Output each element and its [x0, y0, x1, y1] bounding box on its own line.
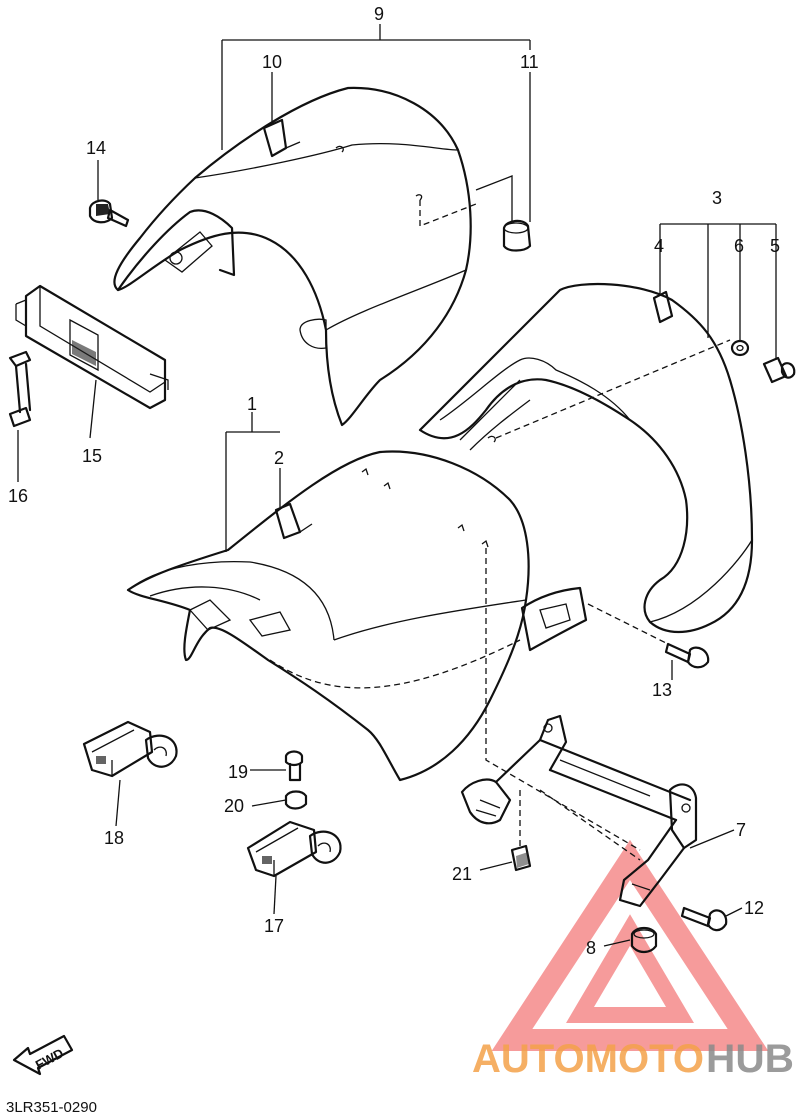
callout-15: 15 — [82, 446, 102, 466]
washer-6 — [730, 339, 750, 357]
callout-21: 21 — [452, 864, 472, 884]
watermark-text: AUTOMOTO HUB — [472, 1037, 794, 1081]
leader-lines — [17, 24, 777, 947]
callout-5: 5 — [770, 236, 780, 256]
damper-21 — [510, 844, 532, 872]
callout-17: 17 — [264, 916, 284, 936]
watermark-hub: HUB — [706, 1037, 794, 1081]
callout-3: 3 — [712, 188, 722, 208]
callout-4: 4 — [654, 236, 664, 256]
rear-seat-9 — [113, 86, 472, 427]
callout-8: 8 — [586, 938, 596, 958]
callout-labels: 9 10 11 14 15 16 1 2 3 4 6 5 13 7 12 8 2… — [8, 4, 780, 958]
bolt-13 — [664, 642, 710, 669]
diagram-code: 3LR351-0290 — [6, 1099, 97, 1116]
front-seat-1 — [126, 450, 588, 782]
callout-6: 6 — [734, 236, 744, 256]
cover-3 — [418, 282, 754, 633]
callout-14: 14 — [86, 138, 106, 158]
strap-16 — [8, 350, 32, 428]
nut-20 — [284, 790, 308, 810]
callout-10: 10 — [262, 52, 282, 72]
lock-17 — [246, 820, 342, 878]
bracket-7 — [460, 714, 698, 908]
lock-18 — [82, 720, 178, 778]
watermark-automoto: AUTOMOTO — [472, 1037, 704, 1081]
fwd-arrow-icon: FWD — [12, 1034, 74, 1076]
bolt-19 — [284, 750, 304, 782]
callout-1: 1 — [247, 394, 257, 414]
callout-9: 9 — [374, 4, 384, 24]
bolt-14 — [88, 199, 130, 228]
nut-8 — [630, 926, 658, 954]
callout-18: 18 — [104, 828, 124, 848]
bolt-12 — [680, 906, 728, 932]
callout-7: 7 — [736, 820, 746, 840]
callout-16: 16 — [8, 486, 28, 506]
callout-11: 11 — [520, 52, 539, 72]
grommet-11 — [502, 219, 532, 252]
callout-20: 20 — [224, 796, 244, 816]
callout-12: 12 — [744, 898, 764, 918]
watermark-logo — [491, 839, 769, 1051]
screw-5 — [762, 356, 796, 384]
callout-13: 13 — [652, 680, 672, 700]
callout-19: 19 — [228, 762, 248, 782]
callout-2: 2 — [274, 448, 284, 468]
bracket-15 — [15, 284, 169, 410]
